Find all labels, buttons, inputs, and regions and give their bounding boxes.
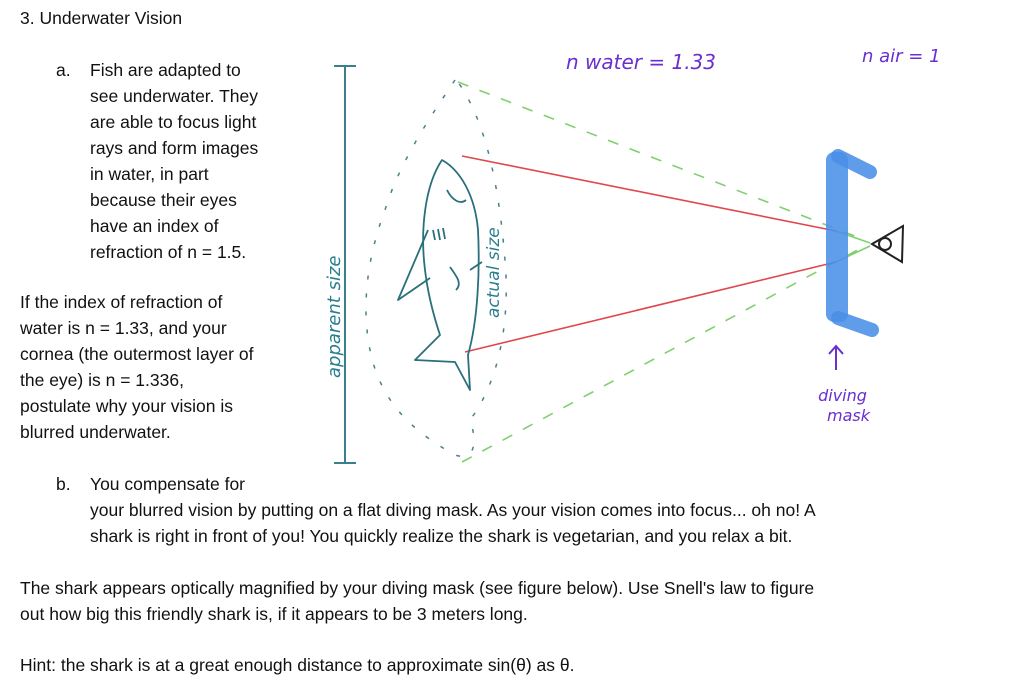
part-a-line: rays and form images [90, 138, 259, 158]
paragraph-line: water is n = 1.33, and your [20, 318, 227, 338]
apparent-size-label: apparent size [324, 255, 345, 378]
diving-mask [826, 149, 879, 337]
paragraph-line: the eye) is n = 1.336, [20, 370, 184, 390]
shark-drawing [397, 159, 483, 391]
part-a-marker: a. [56, 60, 71, 80]
hint-text: Hint: the shark is at a great enough dis… [20, 655, 575, 675]
n-water-label: n water = 1.33 [566, 50, 717, 74]
paragraph-line: cornea (the outermost layer of [20, 344, 254, 364]
question-heading: 3. Underwater Vision [20, 8, 183, 28]
paragraph-line: out how big this friendly shark is, if i… [20, 604, 528, 624]
paragraph-line: blurred underwater. [20, 422, 171, 442]
part-a-line: are able to focus light [90, 112, 257, 132]
eye-icon [870, 224, 905, 264]
apparent-size-bracket [334, 65, 356, 464]
diving-label-line: diving [818, 386, 867, 405]
paragraph-line: postulate why your vision is [20, 396, 234, 416]
part-a-line: see underwater. They [90, 86, 258, 106]
n-air-label: n air = 1 [862, 46, 941, 67]
part-a-line: Fish are adapted to [90, 60, 241, 80]
part-b-marker: b. [56, 474, 71, 494]
diving-mask-label: diving mask [815, 386, 870, 426]
actual-size-label: actual size [484, 227, 504, 318]
part-a-line: have an index of [90, 216, 219, 236]
part-b-line: shark is right in front of you! You quic… [90, 526, 793, 546]
apparent-shark-outline [365, 78, 507, 457]
mask-label-line: mask [827, 406, 870, 425]
paragraph-line: If the index of refraction of [20, 292, 223, 312]
part-b-line: your blurred vision by putting on a flat… [90, 500, 816, 520]
red-rays [461, 155, 837, 353]
part-a-line: in water, in part [90, 164, 209, 184]
green-dashed-rays [457, 81, 866, 463]
paragraph-line: The shark appears optically magnified by… [20, 578, 815, 598]
part-a-line: because their eyes [90, 190, 237, 210]
mask-arrow [828, 344, 844, 370]
part-a-line: refraction of n = 1.5. [90, 242, 247, 262]
part-b-line: You compensate for [90, 474, 246, 494]
